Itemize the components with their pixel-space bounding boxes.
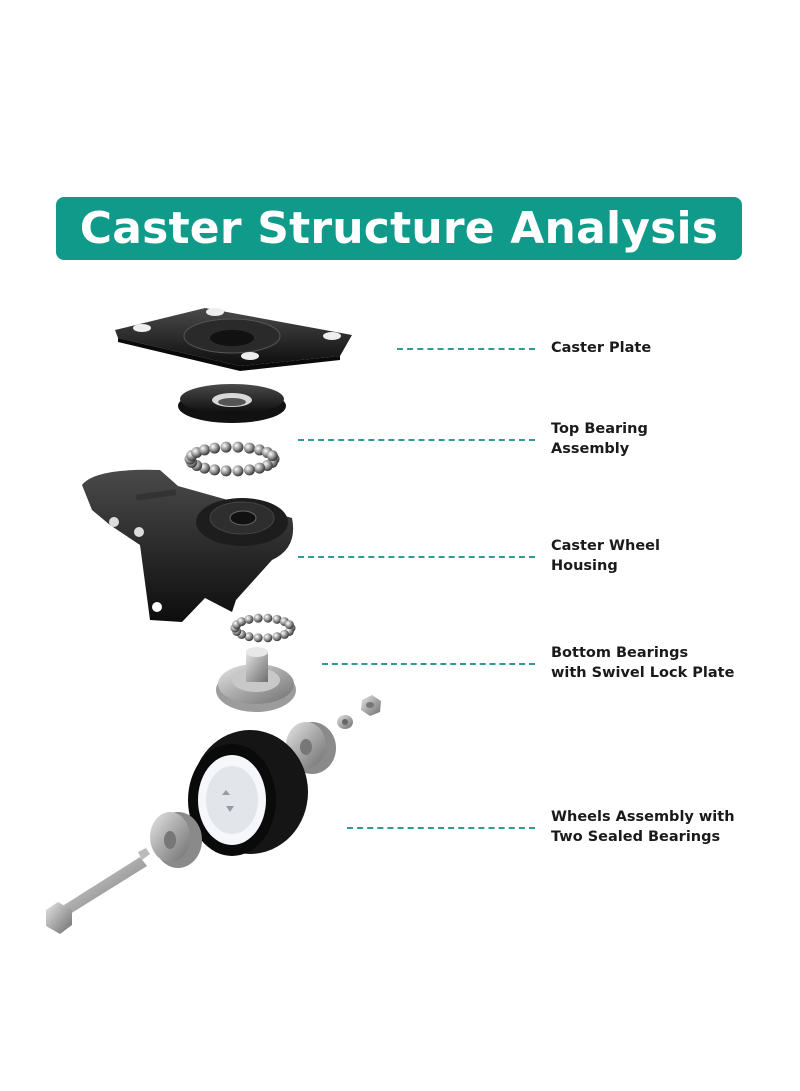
label-caster-plate: Caster Plate — [551, 338, 651, 358]
bearing-ball — [253, 613, 263, 623]
label-line: Assembly — [551, 441, 630, 457]
axle-nut-part — [361, 695, 381, 716]
label-line: Caster Wheel — [551, 538, 660, 554]
label-line: Bottom Bearings — [551, 645, 689, 661]
bearing-ball — [237, 617, 247, 627]
bearing-ball — [244, 614, 254, 624]
label-bottom-bearings: Bottom Bearings with Swivel Lock Plate — [551, 643, 734, 683]
bearing-ball — [263, 633, 273, 643]
bearing-ball — [279, 629, 289, 639]
bearing-ball — [232, 465, 244, 477]
wheel-part — [188, 730, 308, 856]
label-line: Caster Plate — [551, 340, 652, 356]
top-ball-ring-part — [184, 441, 280, 477]
bearing-ball — [220, 441, 232, 453]
bottom-ball-ring-part — [230, 613, 296, 643]
bearing-ball — [253, 633, 263, 643]
sealed-bearing-left-part — [150, 812, 202, 868]
swivel-lock-plate-part — [216, 647, 296, 712]
bearing-ball — [284, 620, 294, 630]
leader-line-caster-plate — [397, 348, 535, 350]
label-line: Housing — [551, 558, 618, 574]
axle-bolt-part — [46, 848, 150, 934]
bearing-ball — [198, 444, 210, 456]
bearing-ball — [232, 441, 244, 453]
label-wheels-assembly: Wheels Assembly with Two Sealed Bearings — [551, 807, 735, 847]
housing-part — [82, 469, 294, 622]
label-line: Wheels Assembly with — [551, 809, 735, 825]
top-bearing-race-part — [178, 384, 286, 423]
leader-line-top-bearing — [298, 439, 535, 441]
spacer-part — [337, 715, 353, 729]
bearing-ball — [209, 464, 221, 476]
leader-line-housing — [298, 556, 535, 558]
bearing-ball — [209, 442, 221, 454]
label-line: Two Sealed Bearings — [551, 829, 721, 845]
bearing-ball — [263, 613, 273, 623]
label-line: with Swivel Lock Plate — [551, 665, 735, 681]
bearing-ball — [254, 462, 266, 474]
label-line: Top Bearing — [551, 421, 648, 437]
bearing-ball — [244, 632, 254, 642]
caster-plate-part — [115, 308, 352, 371]
bearing-ball — [220, 465, 232, 477]
label-top-bearing-assembly: Top Bearing Assembly — [551, 419, 648, 459]
title-banner: Caster Structure Analysis — [56, 197, 742, 260]
bearing-ball — [266, 450, 278, 462]
page-title: Caster Structure Analysis — [79, 203, 719, 254]
bearing-ball — [272, 614, 282, 624]
bearing-ball — [272, 632, 282, 642]
bearing-ball — [243, 464, 255, 476]
leader-line-bottom-bearings — [322, 663, 535, 665]
leader-line-wheels — [347, 827, 535, 829]
bearing-ball — [243, 442, 255, 454]
label-caster-wheel-housing: Caster Wheel Housing — [551, 536, 660, 576]
